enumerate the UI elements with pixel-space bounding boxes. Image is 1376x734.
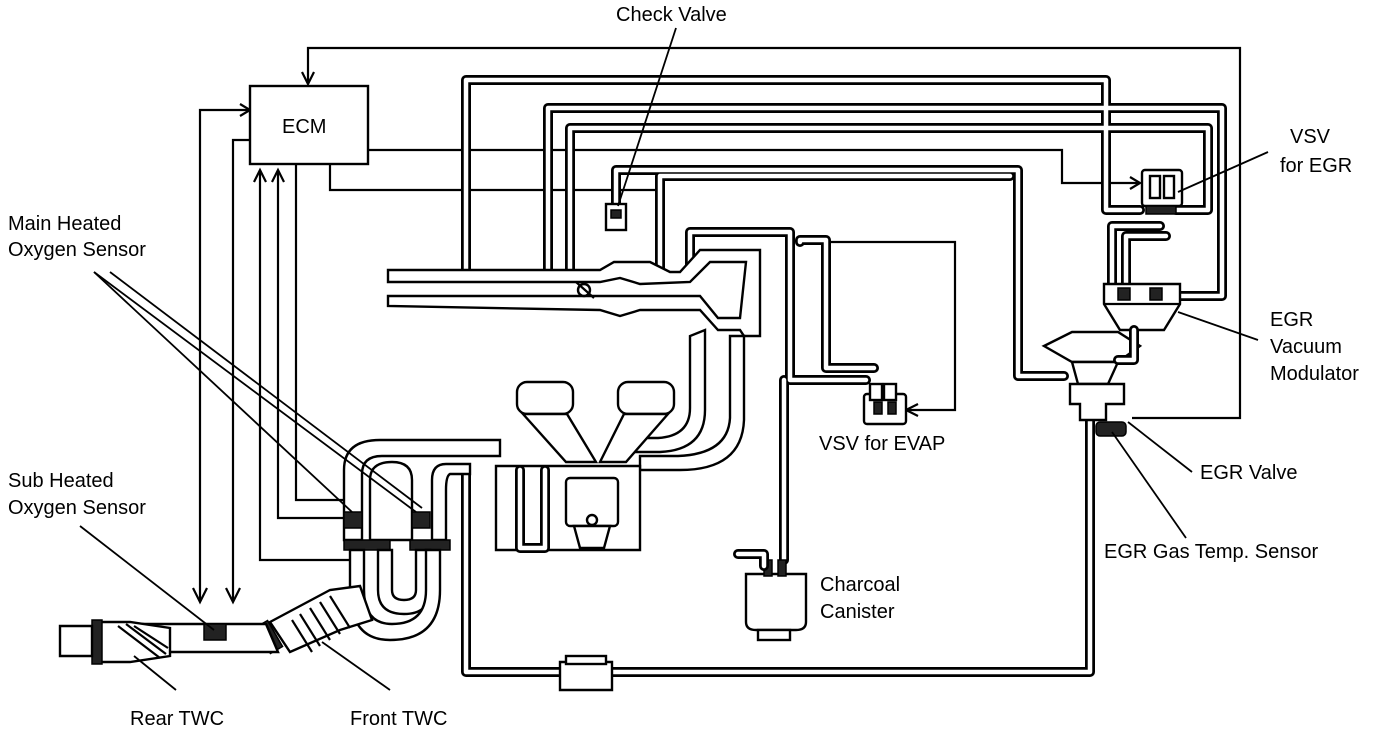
canister-label-line2: Canister bbox=[820, 601, 895, 623]
main-o2-label-line2: Oxygen Sensor bbox=[8, 239, 146, 261]
leader-lines bbox=[79, 27, 1269, 691]
ecm-box bbox=[248, 84, 370, 166]
vsv-evap-label: VSV for EVAP bbox=[819, 433, 945, 455]
main-o2-label-line1: Main Heated bbox=[8, 213, 121, 235]
egr-gas-temp-sensor bbox=[1095, 421, 1127, 437]
vacuum-hoses bbox=[461, 75, 1227, 677]
egr-valve bbox=[1041, 325, 1143, 437]
exhaust-system bbox=[58, 438, 502, 665]
egr-vacuum-modulator bbox=[1102, 282, 1182, 332]
engine bbox=[494, 380, 676, 553]
ecm-label: ECM bbox=[282, 116, 326, 138]
main-o2-sensor-2 bbox=[411, 511, 431, 529]
vsv-evap bbox=[862, 382, 908, 426]
check-valve-label: Check Valve bbox=[616, 4, 727, 26]
vsv-egr bbox=[1140, 168, 1184, 215]
ecm-wiring bbox=[192, 46, 1242, 605]
egr-mod-label-line3: Modulator bbox=[1270, 363, 1359, 385]
canister-label-line1: Charcoal bbox=[820, 574, 900, 596]
sub-o2-sensor bbox=[203, 623, 227, 641]
main-o2-sensor-1 bbox=[343, 511, 363, 529]
egr-mod-label-line1: EGR bbox=[1270, 309, 1313, 331]
egr-valve-label: EGR Valve bbox=[1200, 462, 1297, 484]
egr-mod-label-line2: Vacuum bbox=[1270, 336, 1342, 358]
vsv-egr-label-line2: for EGR bbox=[1280, 155, 1352, 177]
egr-gas-temp-label: EGR Gas Temp. Sensor bbox=[1104, 541, 1319, 563]
sub-o2-label-line1: Sub Heated bbox=[8, 470, 114, 492]
sub-o2-label-line2: Oxygen Sensor bbox=[8, 497, 146, 519]
rear-twc-label: Rear TWC bbox=[130, 708, 224, 730]
hose-connector bbox=[558, 660, 614, 692]
charcoal-canister bbox=[733, 549, 808, 642]
vsv-egr-label-line1: VSV bbox=[1290, 126, 1331, 148]
front-twc-body bbox=[268, 584, 374, 654]
front-twc-label: Front TWC bbox=[350, 708, 447, 730]
